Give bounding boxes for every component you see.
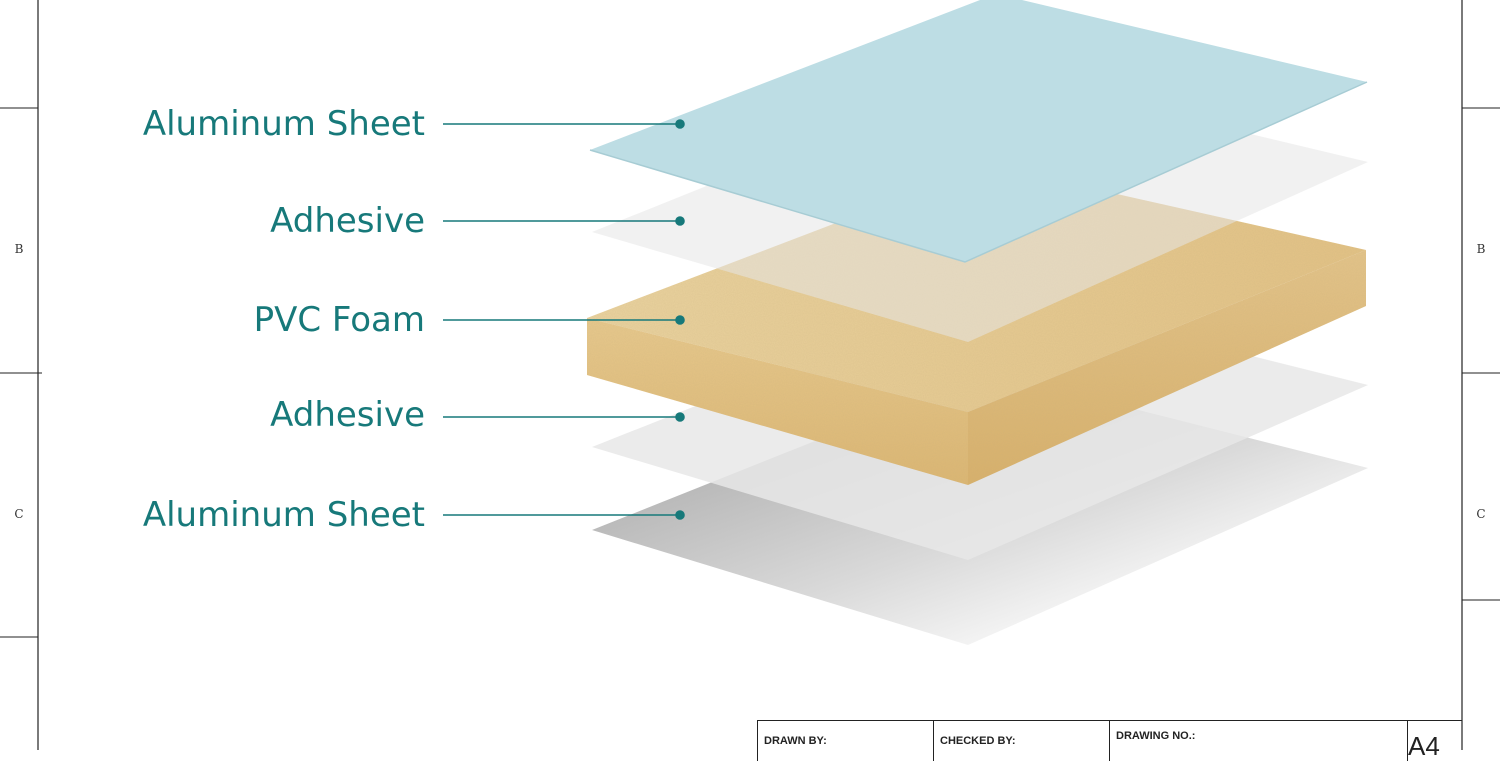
checked-by-cell: CHECKED BY: [934,721,1110,761]
label-bottom-aluminum-sheet: Aluminum Sheet [142,495,425,535]
sheet-size: A4 [1408,731,1440,761]
title-block: DRAWN BY: CHECKED BY: DRAWING NO.: A4 [757,720,1462,761]
drawing-no-label: DRAWING NO.: [1116,730,1196,742]
zone-letter-left-c: C [14,507,24,521]
zone-letter-right-b: B [1476,242,1486,256]
zone-letter-left-b: B [14,242,24,256]
label-upper-adhesive: Adhesive [270,201,425,241]
label-pvc-foam: PVC Foam [253,300,425,340]
label-top-aluminum-sheet: Aluminum Sheet [142,104,425,144]
zone-letter-right-c: C [1476,507,1486,521]
drawn-by-cell: DRAWN BY: [758,721,934,761]
drawn-by-label: DRAWN BY: [764,735,827,747]
checked-by-label: CHECKED BY: [940,735,1016,747]
label-lower-adhesive: Adhesive [270,395,425,435]
leader-lines [443,119,685,520]
top-aluminum-sheet [590,0,1367,262]
drawing-no-cell: DRAWING NO.: [1110,721,1408,761]
